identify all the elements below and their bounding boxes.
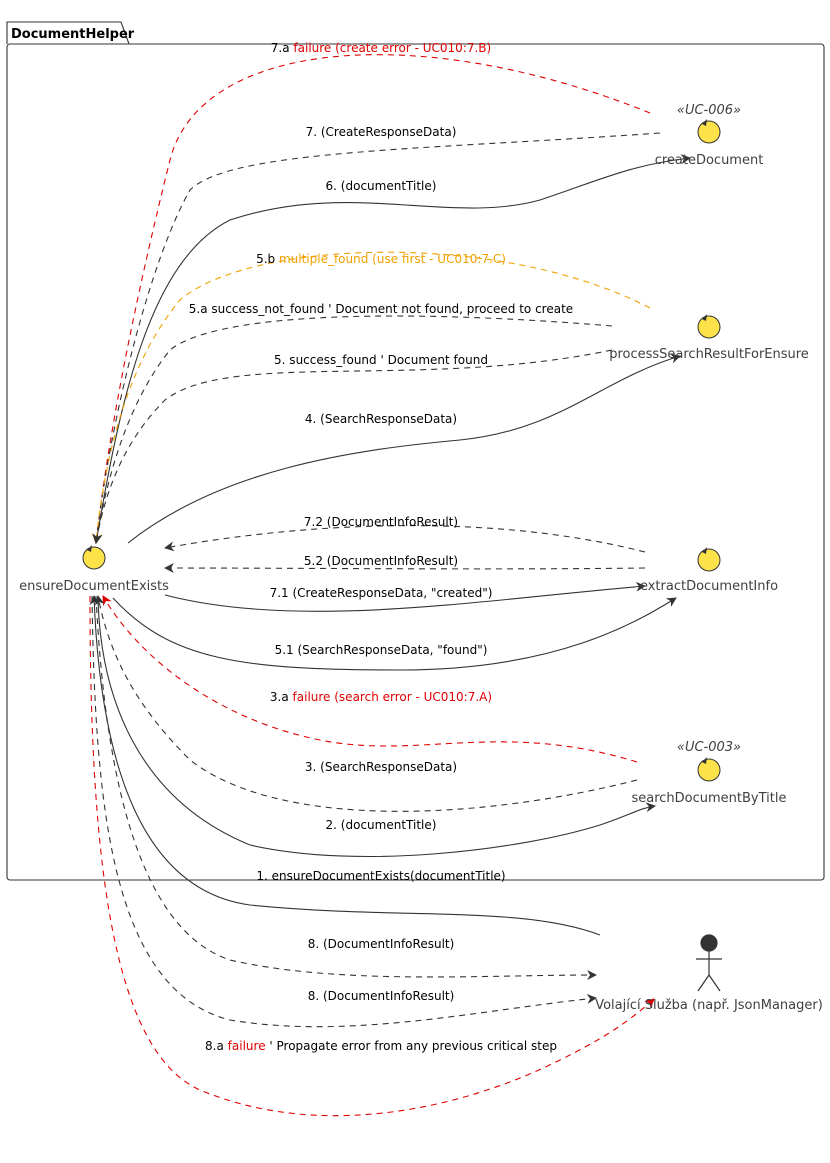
stereotype-uc006: «UC-006» (677, 103, 741, 118)
msg-51: 5.1 (SearchResponseData, "found") (275, 643, 488, 657)
process-search-label: processSearchResultForEnsure (609, 347, 809, 362)
control-arrow-icon (702, 547, 707, 554)
msg-8a-failure: 8.a failure ' Propagate error from any p… (205, 1039, 557, 1053)
msg-7: 7. (CreateResponseData) (306, 125, 457, 139)
edge-7 (92, 132, 661, 544)
control-arrow-icon (702, 119, 707, 126)
edge-71 (164, 581, 646, 612)
edge-2 (97, 595, 656, 858)
edge-5 (92, 349, 613, 544)
msg-72: 7.2 (DocumentInfoResult) (304, 515, 458, 529)
msg-71: 7.1 (CreateResponseData, "created") (270, 586, 493, 600)
edge-3 (94, 595, 638, 812)
control-arrow-icon (87, 545, 92, 552)
extract-document-info-label: extractDocumentInfo (640, 579, 778, 594)
node-process-search: processSearchResultForEnsure (609, 314, 809, 362)
msg-8-second: 8. (DocumentInfoResult) (308, 989, 455, 1003)
msg-3a: 3.a failure (search error - UC010:7.A) (270, 690, 492, 704)
node-search-document-by-title: «UC-003» searchDocumentByTitle (631, 740, 786, 806)
edge-5b (91, 251, 651, 544)
msg-5: 5. success_found ' Document found (274, 353, 488, 367)
search-document-by-title-label: searchDocumentByTitle (631, 791, 786, 806)
edge-52 (164, 563, 646, 573)
edge-72 (164, 525, 646, 553)
edge-5a (92, 315, 613, 544)
actor-label: Volající Služba (např. JsonManager) (595, 998, 823, 1013)
control-arrow-icon (702, 314, 707, 321)
msg-5a: 5.a success_not_found ' Document not fou… (189, 302, 573, 316)
edge-8a (95, 595, 597, 980)
edge-8b (91, 595, 597, 1028)
msg-3: 3. (SearchResponseData) (305, 760, 457, 774)
package-documenthelper: DocumentHelper (6, 21, 825, 881)
package-title: DocumentHelper (11, 27, 135, 42)
create-document-label: createDocument (655, 153, 764, 168)
edge-8fail (89, 595, 655, 1117)
message-labels: 7.a failure (create error - UC010:7.B) 7… (189, 41, 573, 1053)
msg-2: 2. (documentTitle) (326, 818, 437, 832)
edge-4 (127, 353, 681, 544)
node-ensure-document-exists: ensureDocumentExists (19, 545, 169, 594)
edge-7a (92, 54, 651, 544)
node-actor: Volající Služba (např. JsonManager) (595, 934, 823, 1013)
msg-1: 1. ensureDocumentExists(documentTitle) (256, 869, 505, 883)
edges (89, 54, 691, 1117)
ensure-document-exists-label: ensureDocumentExists (19, 579, 169, 594)
control-arrow-icon (702, 757, 707, 764)
edge-51 (112, 597, 677, 671)
stereotype-uc003: «UC-003» (677, 740, 741, 755)
actor-icon (696, 934, 722, 992)
msg-8-first: 8. (DocumentInfoResult) (308, 937, 455, 951)
msg-4: 4. (SearchResponseData) (305, 412, 457, 426)
node-extract-document-info: extractDocumentInfo (640, 547, 778, 594)
edge-3a (102, 595, 638, 763)
msg-52: 5.2 (DocumentInfoResult) (304, 554, 458, 568)
msg-5b: 5.b multiple_found (use first - UC010:7.… (256, 252, 506, 266)
msg-7a: 7.a failure (create error - UC010:7.B) (271, 41, 491, 55)
node-create-document: «UC-006» createDocument (655, 103, 764, 168)
edge-6 (95, 154, 691, 544)
msg-6: 6. (documentTitle) (326, 179, 437, 193)
edge-1 (89, 595, 601, 936)
